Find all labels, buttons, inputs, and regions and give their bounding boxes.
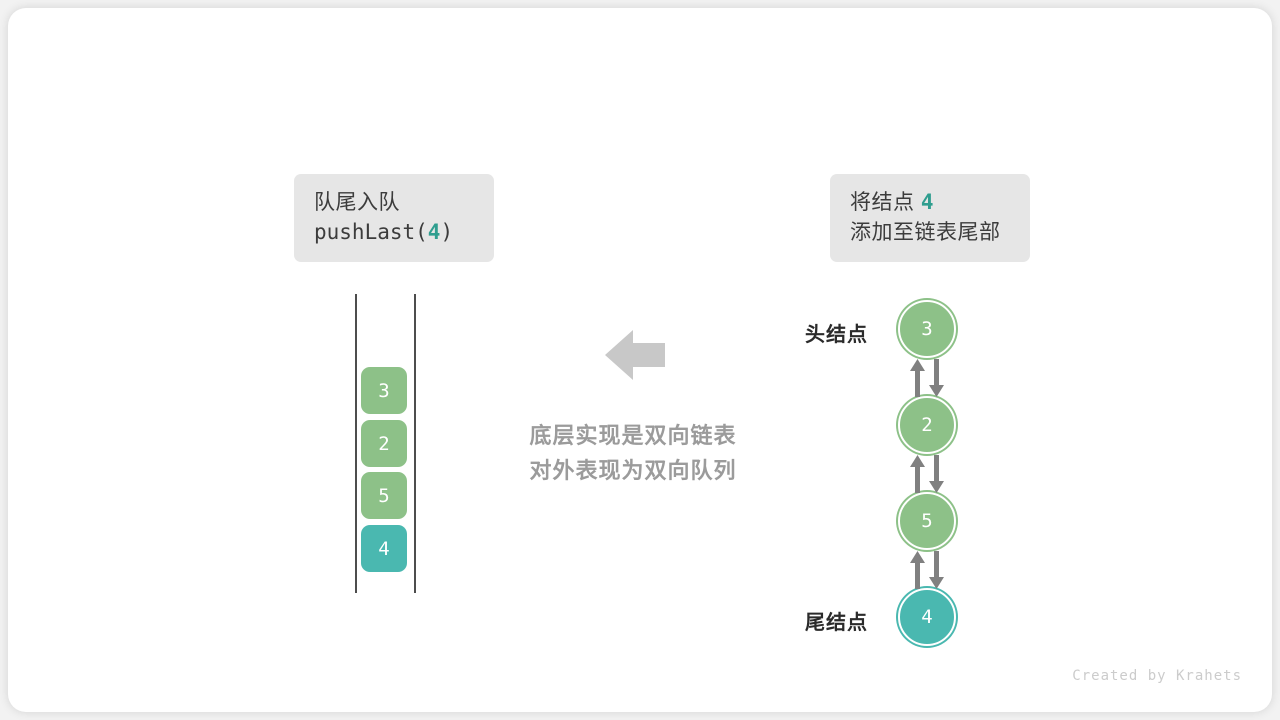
list-node: 5 (898, 492, 956, 550)
deque-cell-value: 3 (378, 379, 390, 402)
deque-rail-left (355, 294, 357, 593)
description-label-line1: 将结点 4 (850, 188, 934, 218)
description-label-line2: 添加至链表尾部 (850, 221, 1001, 244)
operation-label-box: 队尾入队 pushLast(4) (294, 174, 494, 262)
deque-cell: 4 (361, 525, 407, 572)
footer-credit: Created by Krahets (1072, 668, 1242, 684)
head-node-label: 头结点 (805, 324, 868, 346)
description-value: 4 (920, 190, 934, 215)
list-node-value: 2 (921, 414, 933, 436)
left-arrow-icon (605, 330, 665, 380)
list-node-value: 5 (921, 510, 933, 532)
caption-line2: 对外表现为双向队列 (529, 458, 737, 484)
list-node: 3 (898, 300, 956, 358)
deque-rail-right (414, 294, 416, 593)
operation-label-call: pushLast(4) (314, 218, 453, 248)
list-node: 4 (898, 588, 956, 646)
description-prefix: 将结点 (850, 191, 921, 215)
caption-line1: 底层实现是双向链表 (529, 423, 737, 448)
diagram-card: 队尾入队 pushLast(4) 将结点 4 添加至链表尾部 3 2 5 4 (8, 8, 1272, 712)
list-node-value: 4 (921, 606, 933, 628)
operation-call-suffix: ) (440, 220, 454, 244)
operation-call-value: 4 (427, 220, 441, 244)
deque-cell-value: 5 (378, 484, 390, 507)
bidirectional-link-icon (910, 359, 944, 397)
description-label-box: 将结点 4 添加至链表尾部 (830, 174, 1030, 262)
bidirectional-link-icon (910, 551, 944, 589)
operation-label-line1: 队尾入队 (314, 191, 400, 215)
operation-call-prefix: pushLast( (314, 220, 428, 244)
deque-cell-value: 2 (378, 432, 390, 455)
list-node-value: 3 (921, 318, 933, 340)
deque-cell: 5 (361, 472, 407, 519)
deque-cell: 2 (361, 420, 407, 467)
deque-cell-value: 4 (378, 537, 390, 560)
caption-text: 底层实现是双向链表 对外表现为双向队列 (472, 418, 794, 488)
list-node: 2 (898, 396, 956, 454)
tail-node-label: 尾结点 (805, 612, 868, 634)
deque-cell: 3 (361, 367, 407, 414)
bidirectional-link-icon (910, 455, 944, 493)
